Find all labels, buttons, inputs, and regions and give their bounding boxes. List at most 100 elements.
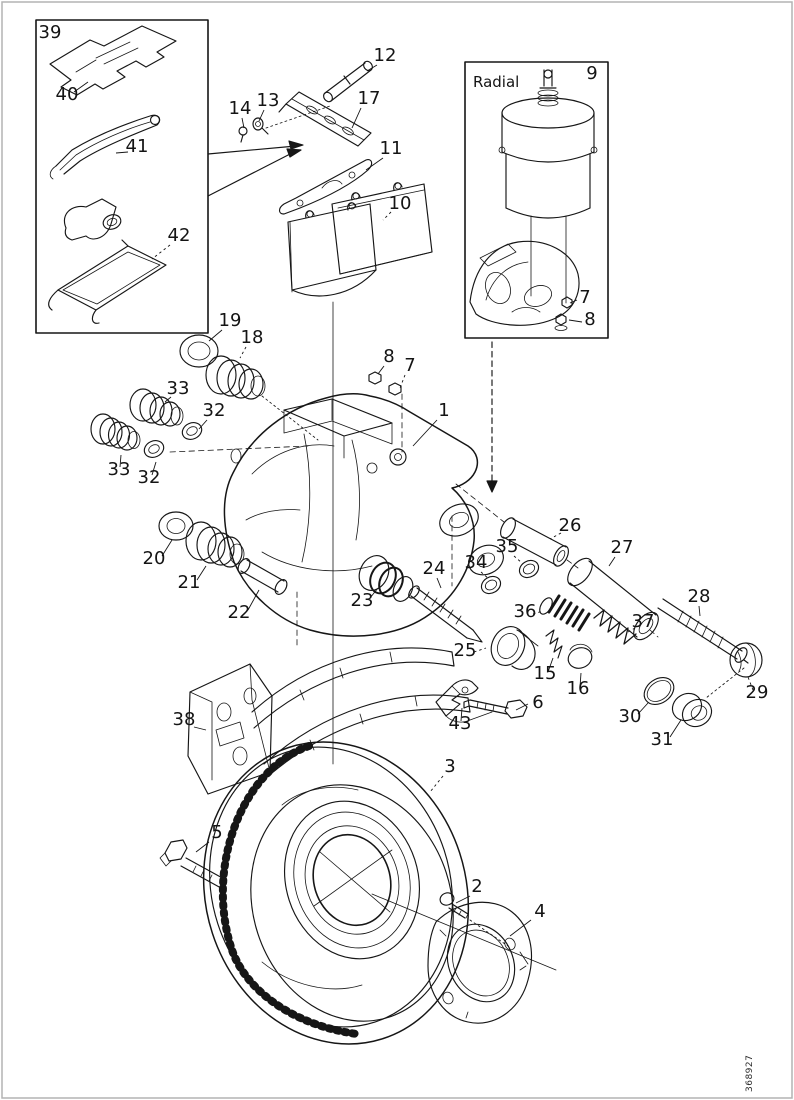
- callout-17: 17: [358, 88, 381, 109]
- callout-6: 6: [532, 692, 543, 713]
- callout-24: 24: [423, 558, 446, 579]
- rotor-assembly: [159, 741, 557, 1045]
- callout-leader-2: [455, 895, 471, 904]
- callout-33b: 33: [108, 459, 131, 480]
- callout-leader-25: [473, 647, 487, 653]
- callout-22: 22: [228, 602, 251, 623]
- callout-36: 36: [514, 601, 537, 622]
- callout-leader-32b: [151, 461, 157, 476]
- callout-42: 42: [168, 225, 191, 246]
- callout-leader-13: [258, 109, 265, 122]
- callout-7b: 7: [579, 287, 590, 308]
- callout-leader-28: [698, 605, 701, 617]
- callout-12: 12: [374, 45, 397, 66]
- callout-14: 14: [229, 98, 252, 119]
- callout-leader-8b: [568, 319, 583, 323]
- callout-leader-37: [627, 627, 636, 633]
- callout-26: 26: [559, 515, 582, 536]
- inset-box-pad-hardware: [35, 19, 209, 334]
- callout-leader-12: [366, 64, 378, 72]
- caliper-body: [223, 371, 504, 647]
- callout-leader-17: [351, 107, 362, 129]
- callout-leader-20: [161, 539, 173, 557]
- callout-leader-38: [193, 726, 207, 731]
- callout-leader-29: [747, 676, 754, 691]
- callout-10: 10: [389, 193, 412, 214]
- guide-pin-parts: [455, 483, 763, 728]
- callout-18: 18: [241, 327, 264, 348]
- callout-34: 34: [465, 552, 488, 573]
- seal-boot-parts-left: [90, 334, 319, 595]
- adjuster-parts: [358, 555, 593, 723]
- callout-8a: 8: [383, 346, 394, 367]
- callout-8b: 8: [584, 309, 595, 330]
- callout-leader-27: [608, 556, 616, 567]
- pad-retainer-parts: [238, 60, 373, 215]
- callout-40: 40: [56, 84, 79, 105]
- brake-pads: [287, 182, 433, 765]
- callout-leader-41: [115, 151, 129, 154]
- callout-leader-36: [532, 610, 544, 615]
- callout-leader-43: [460, 707, 463, 722]
- callout-32b: 32: [138, 467, 161, 488]
- carrier-bracket: [187, 647, 471, 795]
- callout-leader-6: [515, 703, 529, 711]
- callout-35: 35: [496, 536, 519, 557]
- insertion-arrows: [207, 140, 304, 197]
- callout-leader-26: [549, 532, 562, 540]
- callout-37: 37: [632, 611, 655, 632]
- callout-28: 28: [688, 586, 711, 607]
- callout-leader-18: [239, 346, 247, 359]
- callout-leader-3: [429, 775, 444, 793]
- callout-16: 16: [567, 678, 590, 699]
- callout-1: 1: [438, 400, 449, 421]
- figure-code: 368927: [745, 1055, 755, 1092]
- callout-32a: 32: [203, 400, 226, 421]
- callout-leader-42: [151, 244, 171, 260]
- callout-leader-8a: [377, 365, 385, 375]
- callout-41: 41: [126, 136, 149, 157]
- callouts-layer: 1234567878910111213141516171819202122232…: [39, 22, 769, 937]
- callout-25: 25: [454, 640, 477, 661]
- callout-leader-21: [196, 565, 207, 581]
- callout-3: 3: [444, 756, 455, 777]
- callout-23: 23: [351, 590, 374, 611]
- callout-7a: 7: [404, 355, 415, 376]
- callout-leader-7b: [569, 299, 578, 304]
- callout-15: 15: [534, 663, 557, 684]
- callout-leader-5: [195, 841, 210, 853]
- callout-30: 30: [619, 706, 642, 727]
- callout-leader-7a: [399, 374, 406, 389]
- callout-31: 31: [651, 729, 674, 750]
- callout-11: 11: [380, 138, 403, 159]
- callout-9: 9: [586, 63, 597, 84]
- callout-13: 13: [257, 90, 280, 111]
- callout-leader-15: [547, 657, 554, 673]
- inset-box-radial: [464, 61, 609, 493]
- callout-27: 27: [611, 537, 634, 558]
- callout-43: 43: [449, 713, 472, 734]
- radial-box-label: Radial: [473, 73, 519, 91]
- callout-leader-16: [579, 672, 582, 688]
- callout-2: 2: [471, 876, 482, 897]
- callout-leader-10: [382, 211, 392, 221]
- callout-leader-1: [412, 419, 438, 447]
- callout-33a: 33: [167, 378, 190, 399]
- callout-39: 39: [39, 22, 62, 43]
- callout-21: 21: [178, 572, 201, 593]
- callout-leader-24: [436, 577, 442, 589]
- callout-leader-34: [480, 571, 490, 580]
- callout-leader-23: [369, 587, 379, 599]
- callout-20: 20: [143, 548, 166, 569]
- callout-5: 5: [211, 822, 222, 843]
- callout-leader-11: [365, 157, 384, 171]
- callout-leader-32a: [198, 419, 208, 430]
- callout-leader-4: [509, 919, 532, 937]
- callout-leader-22: [247, 589, 260, 611]
- callout-29: 29: [746, 682, 769, 703]
- callout-leader-31: [669, 719, 682, 738]
- callout-4: 4: [534, 901, 545, 922]
- callout-leader-35: [513, 555, 523, 564]
